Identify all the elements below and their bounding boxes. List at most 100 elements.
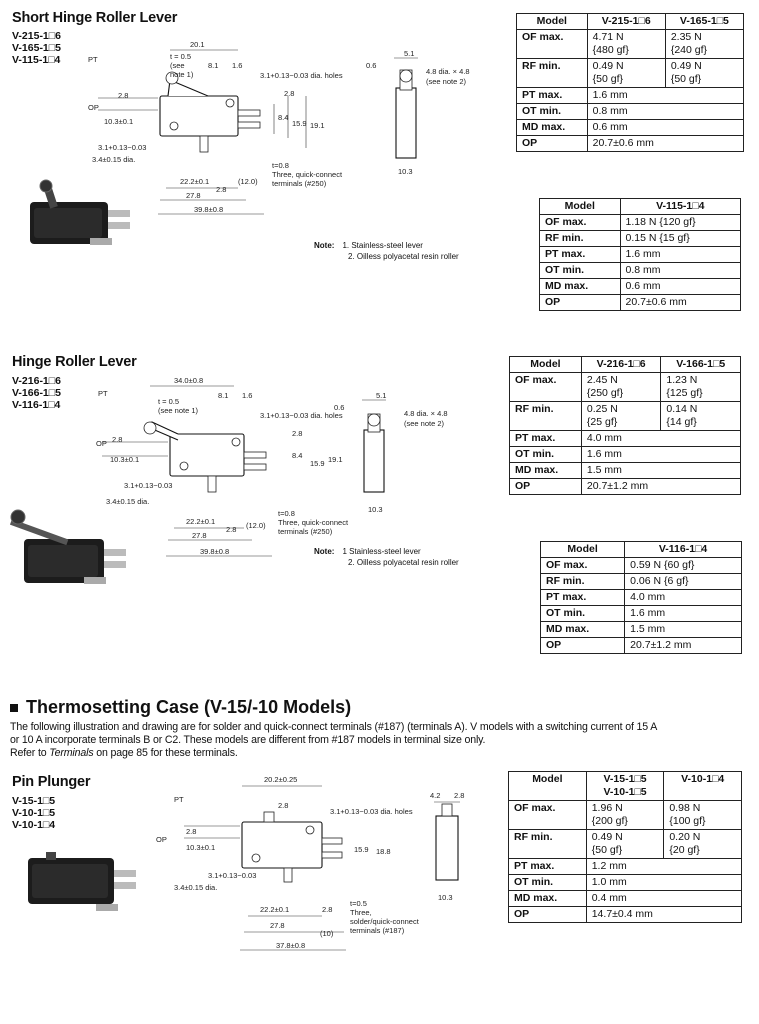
table-row: OT min.1.6 mm — [539, 605, 742, 622]
dim-label: 5.1 — [376, 391, 386, 400]
dim-label: 18.8 — [376, 847, 391, 856]
dim-label: 2.8 — [112, 435, 122, 444]
table-cell: PT max. — [516, 87, 588, 104]
table-cell: OP — [539, 637, 626, 654]
dim-label: solder/quick-connect — [350, 917, 420, 926]
table-row: OF max.4.71 N {480 gf}2.35 N {240 gf} — [516, 29, 745, 59]
table-cell: OP — [539, 294, 621, 311]
table-cell: OP — [509, 478, 582, 495]
table-header: V-115-1□4 — [619, 198, 742, 215]
dim-label: 8.1 — [218, 391, 228, 400]
table-cell: 0.25 N {25 gf} — [580, 401, 662, 431]
dim-label: 3.4±0.15 dia. — [106, 497, 149, 506]
table-cell: 1.5 mm — [580, 462, 742, 479]
dim-label: 2.8 — [284, 89, 294, 98]
note-item: 1 Stainless-steel lever — [342, 547, 421, 556]
table-row: OF max.1.96 N {200 gf}0.98 N {100 gf} — [508, 800, 742, 830]
dim-label: 19.1 — [328, 455, 343, 464]
dim-label: PT — [88, 55, 98, 64]
table-cell: 20.7±1.2 mm — [580, 478, 742, 495]
dim-label: 22.2±0.1 — [186, 517, 215, 526]
dim-label: 3.4±0.15 dia. — [174, 883, 217, 892]
dim-label: 1.6 — [242, 391, 252, 400]
dim-label: 20.2±0.25 — [264, 775, 297, 784]
table-cell: 0.6 mm — [619, 278, 742, 295]
dim-label: 39.8±0.8 — [200, 547, 229, 556]
table-cell: 4.0 mm — [580, 430, 742, 447]
table-cell: PT max. — [539, 589, 626, 606]
table-row: OF max.2.45 N {250 gf}1.23 N {125 gf} — [509, 372, 741, 402]
table-cell: 0.14 N {14 gf} — [660, 401, 741, 431]
table-header: V-215-1□6 — [586, 13, 666, 30]
dim-label: 2.8 — [216, 185, 226, 194]
dim-label: 27.8 — [192, 531, 207, 540]
note-label: Note: — [314, 547, 335, 556]
model-item: V-10-1□4 — [12, 819, 56, 831]
dim-label: 5.1 — [404, 49, 414, 58]
note-item: 1. Stainless-steel lever — [342, 241, 423, 250]
table-cell: OP — [516, 135, 588, 152]
model-item: V-10-1□5 — [12, 807, 56, 819]
dim-label: 10.3 — [368, 505, 383, 514]
section-title-short-hinge: Short Hinge Roller Lever — [12, 10, 178, 26]
table-row: MD max.0.4 mm — [508, 890, 743, 907]
table-cell: OF max. — [539, 557, 626, 574]
dim-label: 0.6 — [334, 403, 344, 412]
dim-label: 19.1 — [310, 121, 325, 130]
table-cell: 0.8 mm — [619, 262, 742, 279]
dim-label: (12.0) — [238, 177, 258, 186]
dimension-drawing-pin-plunger: 20.2±0.25 2.8 3.1+0.13−0.03 dia. holes P… — [156, 775, 420, 951]
table-cell: 1.6 mm — [619, 246, 742, 263]
note-item: 2. Oilless polyacetal resin roller — [348, 252, 459, 261]
dim-label: OP — [156, 835, 167, 844]
table-cell: PT max. — [508, 858, 587, 875]
dim-label: 3.1+0.13−0.03 dia. holes — [260, 71, 343, 80]
table-row: OT min.1.0 mm — [508, 874, 743, 891]
model-list-pin-plunger: V-15-1□5 V-10-1□5 V-10-1□4 — [12, 795, 55, 831]
table-cell: OT min. — [516, 103, 588, 120]
table-cell: 0.06 N {6 gf} — [624, 573, 742, 590]
dim-label: (see note 1) — [158, 406, 199, 415]
table-cell: 1.5 mm — [624, 621, 742, 638]
model-list-hinge-roller: V-216-1□6 V-166-1□5 V-116-1□4 — [12, 375, 61, 411]
dim-label: 2.8 — [322, 905, 332, 914]
thermosetting-description: The following illustration and drawing a… — [10, 721, 755, 760]
table-cell: 1.96 N {200 gf} — [585, 800, 665, 830]
dim-label: t=0.8 — [278, 509, 295, 518]
table-cell: 20.7±1.2 mm — [624, 637, 742, 654]
dim-label: 22.2±0.1 — [260, 905, 289, 914]
dim-label: 4.8 dia. × 4.8 — [426, 67, 470, 76]
table-cell: 1.23 N {125 gf} — [660, 372, 741, 402]
table-cell: RF min. — [516, 58, 588, 88]
table-cell: 20.7±0.6 mm — [586, 135, 745, 152]
table-cell: 20.7±0.6 mm — [619, 294, 742, 311]
dim-label: 2.8 — [292, 429, 302, 438]
dim-label: t = 0.5 — [170, 52, 191, 61]
table-row: RF min.0.25 N {25 gf}0.14 N {14 gf} — [509, 401, 741, 431]
table-cell: MD max. — [539, 278, 621, 295]
table-row: MD max.0.6 mm — [516, 119, 745, 136]
dim-label: 3.1+0.13−0.03 — [124, 481, 172, 490]
side-view-drawing-icon: 4.2 2.8 10.3 — [430, 791, 464, 902]
table-cell: 0.49 N {50 gf} — [664, 58, 745, 88]
table-row: RF min.0.49 N {50 gf}0.20 N {20 gf} — [508, 829, 742, 859]
dim-label: 2.8 — [226, 525, 236, 534]
table-header: V-10-1□4 — [663, 771, 742, 801]
table-cell: RF min. — [539, 573, 626, 590]
table-cell: RF min. — [508, 829, 587, 859]
dim-label: 2.8 — [186, 827, 196, 836]
dim-label: 27.8 — [186, 191, 201, 200]
model-item: V-166-1□5 — [12, 387, 61, 399]
table-header: Model — [509, 356, 582, 373]
table-row: PT max.1.6 mm — [539, 246, 742, 263]
table-row: RF min.0.06 N {6 gf} — [539, 573, 742, 590]
dim-label: 8.4 — [278, 113, 288, 122]
dim-label: 3.1+0.13−0.03 — [98, 143, 146, 152]
dim-label: note 1) — [170, 70, 194, 79]
